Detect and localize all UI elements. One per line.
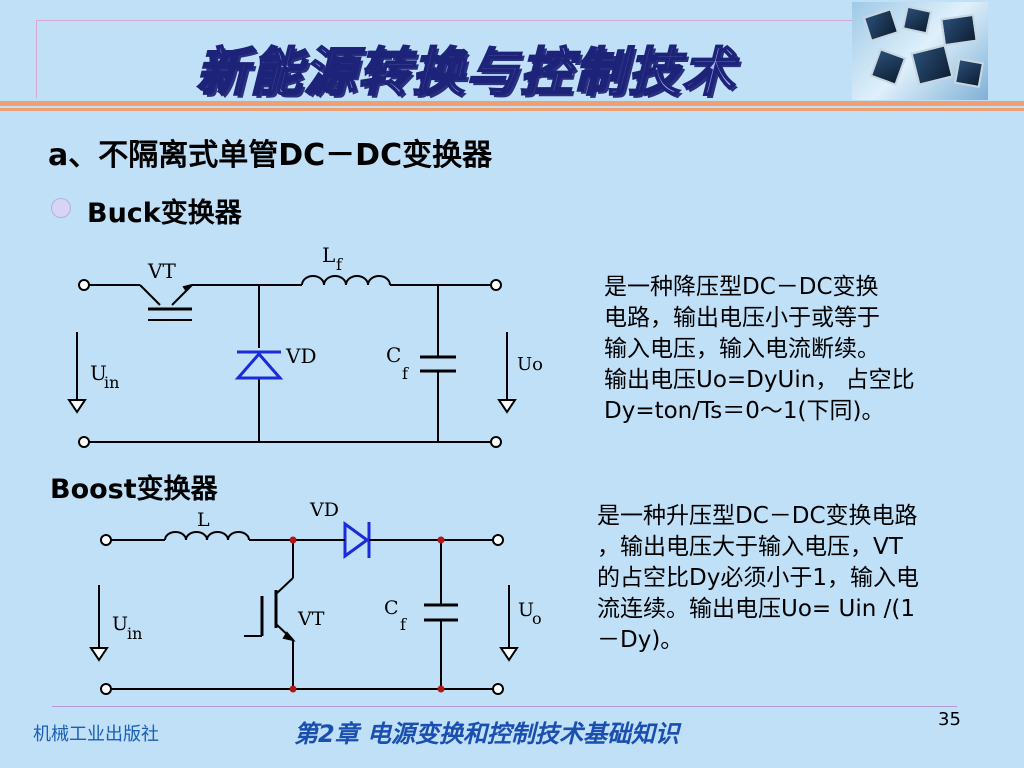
buck-circuit xyxy=(67,275,517,448)
buck-description: 是一种降压型DC－DC变换 电路，输出电压小于或等于 输入电压，输入电流断续。 … xyxy=(604,272,984,427)
boost-labels: L VD VT C f U in U o xyxy=(112,499,542,643)
boost-label-l: L xyxy=(197,509,210,531)
boost-terminal-out-top xyxy=(492,534,504,546)
boost-junction-dot xyxy=(289,536,297,544)
boost-description: 是一种升压型DC－DC变换电路 ，输出电压大于输入电压，VT 的占空比Dy必须小… xyxy=(597,501,997,656)
buck-uo-arrow xyxy=(497,399,517,414)
buck-terminal-in-bottom xyxy=(78,436,90,448)
buck-description-line: Dy=ton/Ts＝0～1(下同)。 xyxy=(604,398,885,424)
buck-label-lf-sub: f xyxy=(336,255,343,274)
buck-description-line: 电路，输出电压小于或等于 xyxy=(604,305,880,331)
boost-label-vd: VD xyxy=(309,499,339,521)
boost-uin-arrow xyxy=(89,647,109,662)
buck-label-cf: C xyxy=(386,343,401,367)
buck-label-cf-sub: f xyxy=(402,364,409,383)
frame-line-top xyxy=(36,20,856,21)
boost-label-cf: C xyxy=(384,597,399,619)
buck-labels: VT L f VD C f U in Uo xyxy=(90,243,543,392)
buck-terminal-out-top xyxy=(490,279,502,291)
boost-inductor-l xyxy=(164,531,250,541)
buck-description-line: 输出电压Uo=DyUin， 占空比 xyxy=(604,367,915,393)
bullet-icon xyxy=(51,198,71,218)
boost-label-uo-sub: o xyxy=(532,609,542,628)
buck-heading: Buck变换器 xyxy=(87,198,242,229)
boost-junctions xyxy=(289,536,445,693)
boost-terminal-in-bottom xyxy=(100,683,112,695)
boost-junction-dot xyxy=(437,685,445,693)
boost-uo-arrow xyxy=(499,647,519,662)
buck-label-lf: L xyxy=(322,243,335,267)
buck-terminal-in-top xyxy=(78,279,90,291)
title-underline-bar xyxy=(0,101,1024,106)
buck-diode-vd xyxy=(234,350,284,380)
buck-capacitor-cf xyxy=(420,355,456,373)
boost-description-line: 流连续。输出电压Uo= Uin /(1 xyxy=(597,596,915,622)
page-title: 新能源转换与控制技术 xyxy=(195,42,737,104)
frame-line-left xyxy=(36,20,37,98)
buck-label-uin-sub: in xyxy=(104,373,119,392)
boost-label-uin-sub: in xyxy=(127,624,142,643)
boost-terminal-in-top xyxy=(100,534,112,546)
buck-label-vd: VD xyxy=(285,344,316,368)
buck-label-uo: Uo xyxy=(517,354,543,375)
buck-description-line: 输入电压，输入电流断续。 xyxy=(604,336,880,362)
boost-junction-dot xyxy=(437,536,445,544)
electronic-components-photo xyxy=(852,2,988,100)
boost-label-uin: U xyxy=(112,613,128,635)
buck-description-line: 是一种降压型DC－DC变换 xyxy=(604,274,879,300)
buck-terminal-out-bottom xyxy=(490,436,502,448)
boost-junction-dot xyxy=(289,685,297,693)
boost-label-uo: U xyxy=(518,599,534,621)
buck-label-vt: VT xyxy=(147,259,176,283)
boost-label-cf-sub: f xyxy=(400,615,407,634)
boost-transistor-vt xyxy=(244,590,296,642)
buck-uin-arrow xyxy=(67,399,87,414)
buck-transistor-vt xyxy=(139,284,193,321)
boost-heading: Boost变换器 xyxy=(50,474,218,505)
buck-inductor-lf xyxy=(301,275,391,286)
boost-circuit xyxy=(89,521,519,695)
boost-diode-vd xyxy=(343,521,371,559)
publisher-name: 机械工业出版社 xyxy=(33,724,159,745)
footer-divider xyxy=(52,706,957,707)
page-number: 35 xyxy=(938,709,961,730)
buck-label-uin: U xyxy=(90,361,107,385)
boost-description-line: ，输出电压大于输入电压，VT xyxy=(597,534,903,560)
boost-description-line: 是一种升压型DC－DC变换电路 xyxy=(597,503,918,529)
boost-terminal-out-bottom xyxy=(492,683,504,695)
boost-description-line: －Dy)。 xyxy=(597,627,684,653)
title-underline-bar-thin xyxy=(0,108,1024,111)
boost-capacitor-cf xyxy=(424,603,458,622)
section-heading: a、不隔离式单管DC－DC变换器 xyxy=(48,138,493,173)
boost-description-line: 的占空比Dy必须小于1，输入电 xyxy=(597,565,919,591)
boost-label-vt: VT xyxy=(297,608,325,630)
chapter-title: 第2章 电源变换和控制技术基础知识 xyxy=(294,720,680,748)
